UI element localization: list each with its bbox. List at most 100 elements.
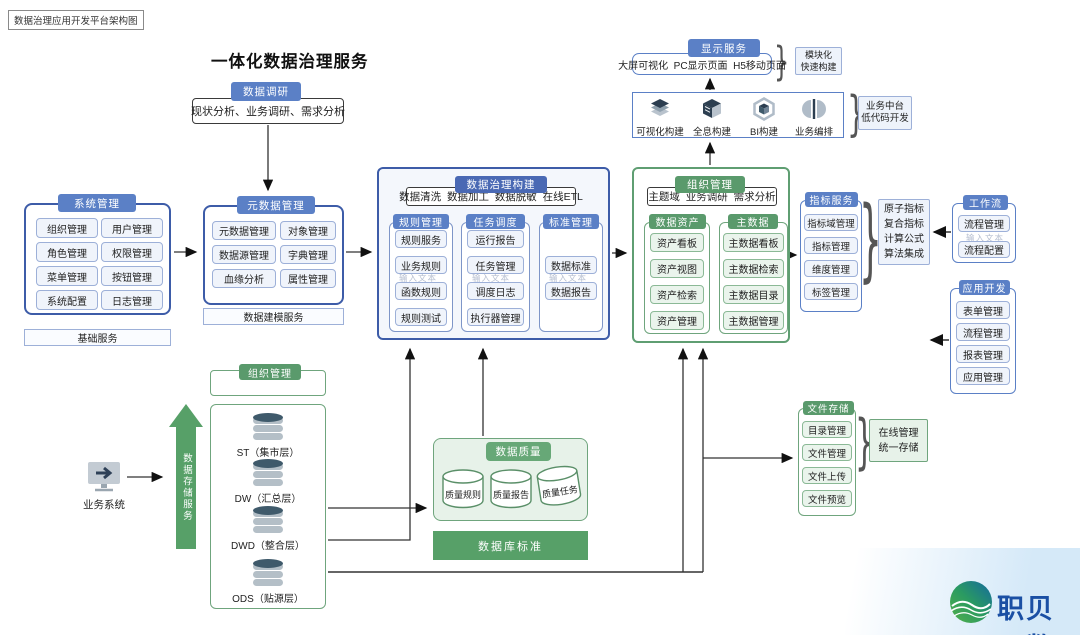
note-line: 算法集成 (884, 249, 924, 260)
app-dev-item: 应用管理 (956, 367, 1010, 385)
file-item: 文件预览 (802, 490, 852, 507)
note-line: 计算公式 (884, 234, 924, 245)
build-item-label: 可视化构建 (636, 127, 684, 138)
system-item: 按钮管理 (101, 266, 163, 286)
master-item: 主数据看板 (723, 233, 784, 252)
app-dev-item: 报表管理 (956, 345, 1010, 363)
database-icon (250, 558, 286, 588)
governance-tab: 数据治理构建 (455, 176, 547, 193)
asset-item: 资产检索 (650, 285, 704, 304)
rule-item: 函数规则 (395, 282, 447, 300)
workflow-item: 流程配置 (958, 241, 1010, 258)
ghost-text: 输入文本 (472, 273, 511, 283)
data-asset-tab: 数据资产 (649, 214, 706, 229)
ghost-text: 输入文本 (966, 233, 1005, 243)
quality-cylinder-label: 质量规则 (444, 490, 481, 500)
app-dev-tab: 应用开发 (959, 280, 1010, 295)
indicator-item: 指标域管理 (804, 214, 858, 231)
file-item: 目录管理 (802, 421, 852, 438)
system-item: 日志管理 (101, 290, 163, 310)
note-line: 模块化 (804, 50, 832, 60)
quality-cylinder-label: 质量报告 (492, 490, 529, 500)
doc-tag: 数据治理应用开发平台架构图 (8, 10, 144, 30)
std-item: 数据报告 (545, 282, 597, 300)
storage-arrow: 数据存储服务 (176, 426, 196, 549)
brace: } (859, 187, 882, 292)
system-mgmt-tab: 系统管理 (58, 194, 136, 212)
master-data-tab: 主数据 (728, 214, 778, 229)
storage-org-tab: 组织管理 (239, 364, 301, 380)
metadata-item: 属性管理 (280, 269, 336, 288)
survey-tab: 数据调研 (231, 82, 301, 101)
storage-layer-label: DW（汇总层） (234, 494, 302, 505)
indicator-item: 维度管理 (804, 260, 858, 277)
note-line: 复合指标 (884, 219, 924, 230)
note-line: 统一存储 (878, 442, 919, 454)
modeling-service-bar: 数据建模服务 (203, 308, 344, 325)
quality-cylinder: 质量任务 (532, 462, 586, 511)
note-line: 低代码开发 (861, 113, 909, 124)
indicator-item: 指标管理 (804, 237, 858, 254)
company-logo-text: 职贝云数 (997, 594, 1055, 635)
task-item: 执行器管理 (467, 308, 524, 326)
workflow-tab: 工作流 (963, 195, 1008, 210)
master-item: 主数据管理 (723, 311, 784, 330)
org-mgmt-tab: 组织管理 (675, 176, 745, 193)
master-item: 主数据目录 (723, 285, 784, 304)
storage-layer-label: ODS（贴源层） (232, 594, 304, 605)
ghost-text: 输入文本 (549, 273, 588, 283)
asset-item: 资产看板 (650, 233, 704, 252)
indicator-note: 原子指标 复合指标 计算公式 算法集成 (878, 199, 930, 265)
task-item: 任务管理 (467, 256, 524, 274)
system-item: 菜单管理 (36, 266, 98, 286)
system-item: 组织管理 (36, 218, 98, 238)
note-line: 快速构建 (800, 62, 837, 72)
file-storage-note: 在线管理 统一存储 (869, 419, 928, 462)
storage-layer-label: ST（集市层） (236, 448, 300, 459)
orchestration-icon (802, 99, 826, 119)
build-item-label: 业务编排 (794, 127, 833, 138)
bi-hexagon-icon (753, 97, 775, 121)
system-item: 用户管理 (101, 218, 163, 238)
app-dev-item: 流程管理 (956, 323, 1010, 341)
system-item: 系统配置 (36, 290, 98, 310)
database-icon (250, 505, 286, 535)
metadata-item: 字典管理 (280, 245, 336, 264)
file-item: 文件上传 (802, 467, 852, 484)
rule-item: 业务规则 (395, 256, 447, 274)
system-item: 权限管理 (101, 242, 163, 262)
std-mgmt-tab: 标准管理 (543, 214, 599, 229)
base-service-bar: 基础服务 (24, 329, 171, 346)
build-item: 业务编排 (788, 97, 840, 138)
build-item-label: BI构建 (750, 127, 778, 138)
task-item: 调度日志 (467, 282, 524, 300)
layers-icon (651, 99, 669, 116)
system-item: 角色管理 (36, 242, 98, 262)
quality-tab: 数据质量 (486, 442, 551, 461)
std-mgmt-box (539, 222, 603, 332)
display-service-tab: 显示服务 (688, 39, 760, 57)
note-line: 业务中台 (865, 101, 904, 112)
std-item: 数据标准 (545, 256, 597, 274)
display-service-note: 模块化 快速构建 (795, 47, 842, 75)
note-line: 原子指标 (884, 204, 924, 215)
rule-mgmt-tab: 规则管理 (393, 214, 449, 229)
quality-cylinder: 质量报告 (487, 468, 535, 510)
master-item: 主数据检索 (723, 259, 784, 278)
app-dev-item: 表单管理 (956, 301, 1010, 319)
source-label: 业务系统 (83, 499, 125, 511)
brace: } (774, 39, 790, 85)
metadata-item: 数据源管理 (212, 245, 276, 264)
storage-arrow-head (169, 404, 203, 427)
storage-arrow-label: 数据存储服务 (181, 453, 192, 522)
build-item: 可视化构建 (634, 97, 686, 138)
cube-icon (703, 99, 721, 118)
metadata-item: 血缘分析 (212, 269, 276, 288)
workflow-item: 流程管理 (958, 215, 1010, 232)
asset-item: 资产管理 (650, 311, 704, 330)
file-storage-tab: 文件存储 (803, 401, 854, 415)
monitor-icon (84, 460, 124, 499)
build-row-note: 业务中台 低代码开发 (858, 96, 912, 130)
